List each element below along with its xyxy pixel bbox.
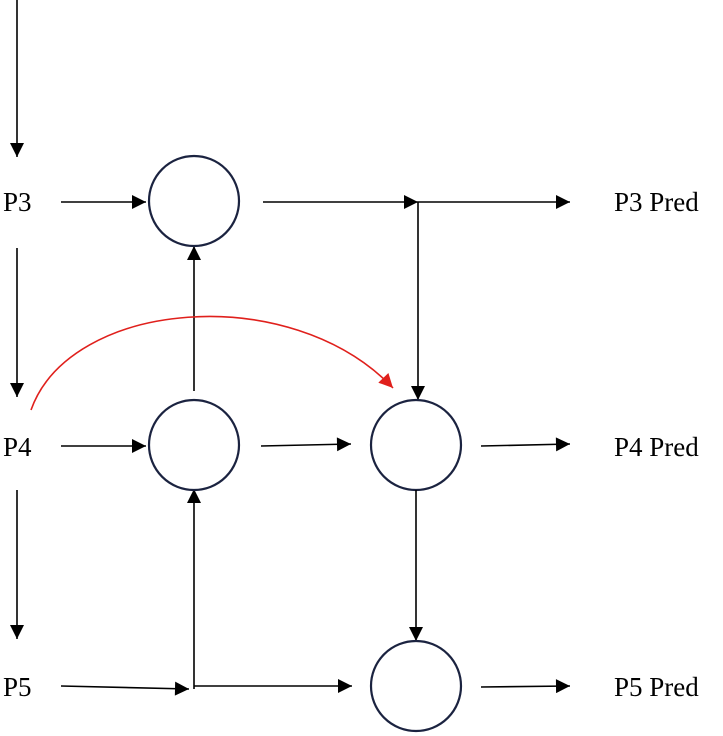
label-p4-pred: P4 Pred: [614, 432, 699, 462]
node-p4-bottom-up: [369, 398, 463, 492]
node-p4-top-down: [147, 398, 241, 492]
arrow-to-p5-pred: [480, 679, 571, 694]
label-p3: P3: [3, 187, 32, 217]
label-p5: P5: [3, 672, 32, 702]
label-p4: P4: [3, 432, 32, 462]
arrow-p5-to-junction: [60, 681, 190, 696]
skip-connection-arrow: [30, 315, 394, 411]
label-p3-pred: P3 Pred: [614, 187, 699, 217]
label-p5-pred: P5 Pred: [614, 672, 699, 702]
node-p3-fusion: [147, 154, 241, 248]
arrow-to-p4-pred: [480, 437, 571, 452]
arrow-node-p4-top-down-to-node-p4-bottom-up: [260, 437, 352, 452]
node-p5-fusion: [369, 639, 463, 733]
